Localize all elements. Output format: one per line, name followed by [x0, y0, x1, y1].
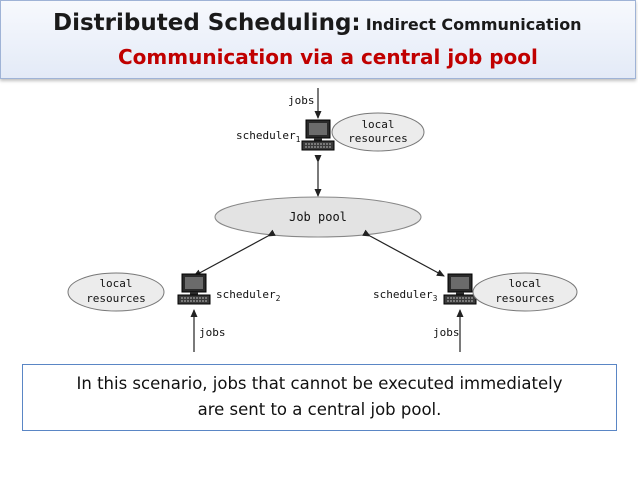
caption-line2: are sent to a central job pool.: [197, 400, 442, 419]
job-pool-node: [214, 196, 422, 238]
computer-icon-1: [301, 119, 335, 151]
scheduler-label-1: scheduler1: [236, 129, 301, 144]
local-resources-1-line1: local: [361, 118, 394, 131]
local-resources-3-line1: local: [508, 277, 541, 290]
link-pool-scheduler-2: [193, 229, 276, 277]
local-resources-2-line2: resources: [86, 292, 146, 305]
link-pool-scheduler-3: [362, 229, 445, 277]
local-resources-1-line2: resources: [348, 132, 408, 145]
local-resources-1: [331, 112, 425, 152]
local-resources-3-line2: resources: [495, 292, 555, 305]
slide-title: Distributed Scheduling: Indirect Communi…: [53, 10, 582, 36]
scheduler-label-2: scheduler2: [216, 288, 281, 303]
computer-icon-2: [177, 273, 211, 305]
local-resources-2-line1: local: [99, 277, 132, 290]
caption-line1: In this scenario, jobs that cannot be ex…: [76, 374, 563, 393]
title-subtitle: Indirect Communication: [365, 15, 582, 34]
local-resources-3: [472, 272, 578, 312]
title-line2: Communication via a central job pool: [118, 45, 538, 69]
caption-box: In this scenario, jobs that cannot be ex…: [22, 364, 617, 431]
jobs-label-1: jobs: [288, 94, 315, 107]
title-banner: Distributed Scheduling: Indirect Communi…: [0, 0, 636, 79]
scheduler-label-3: scheduler3: [373, 288, 438, 303]
jobs-label-2: jobs: [199, 326, 226, 339]
jobs-label-3: jobs: [433, 326, 460, 339]
computer-icon-3: [443, 273, 477, 305]
title-main: Distributed Scheduling:: [53, 10, 361, 36]
local-resources-2: [67, 272, 165, 312]
job-pool-label: Job pool: [289, 210, 347, 224]
